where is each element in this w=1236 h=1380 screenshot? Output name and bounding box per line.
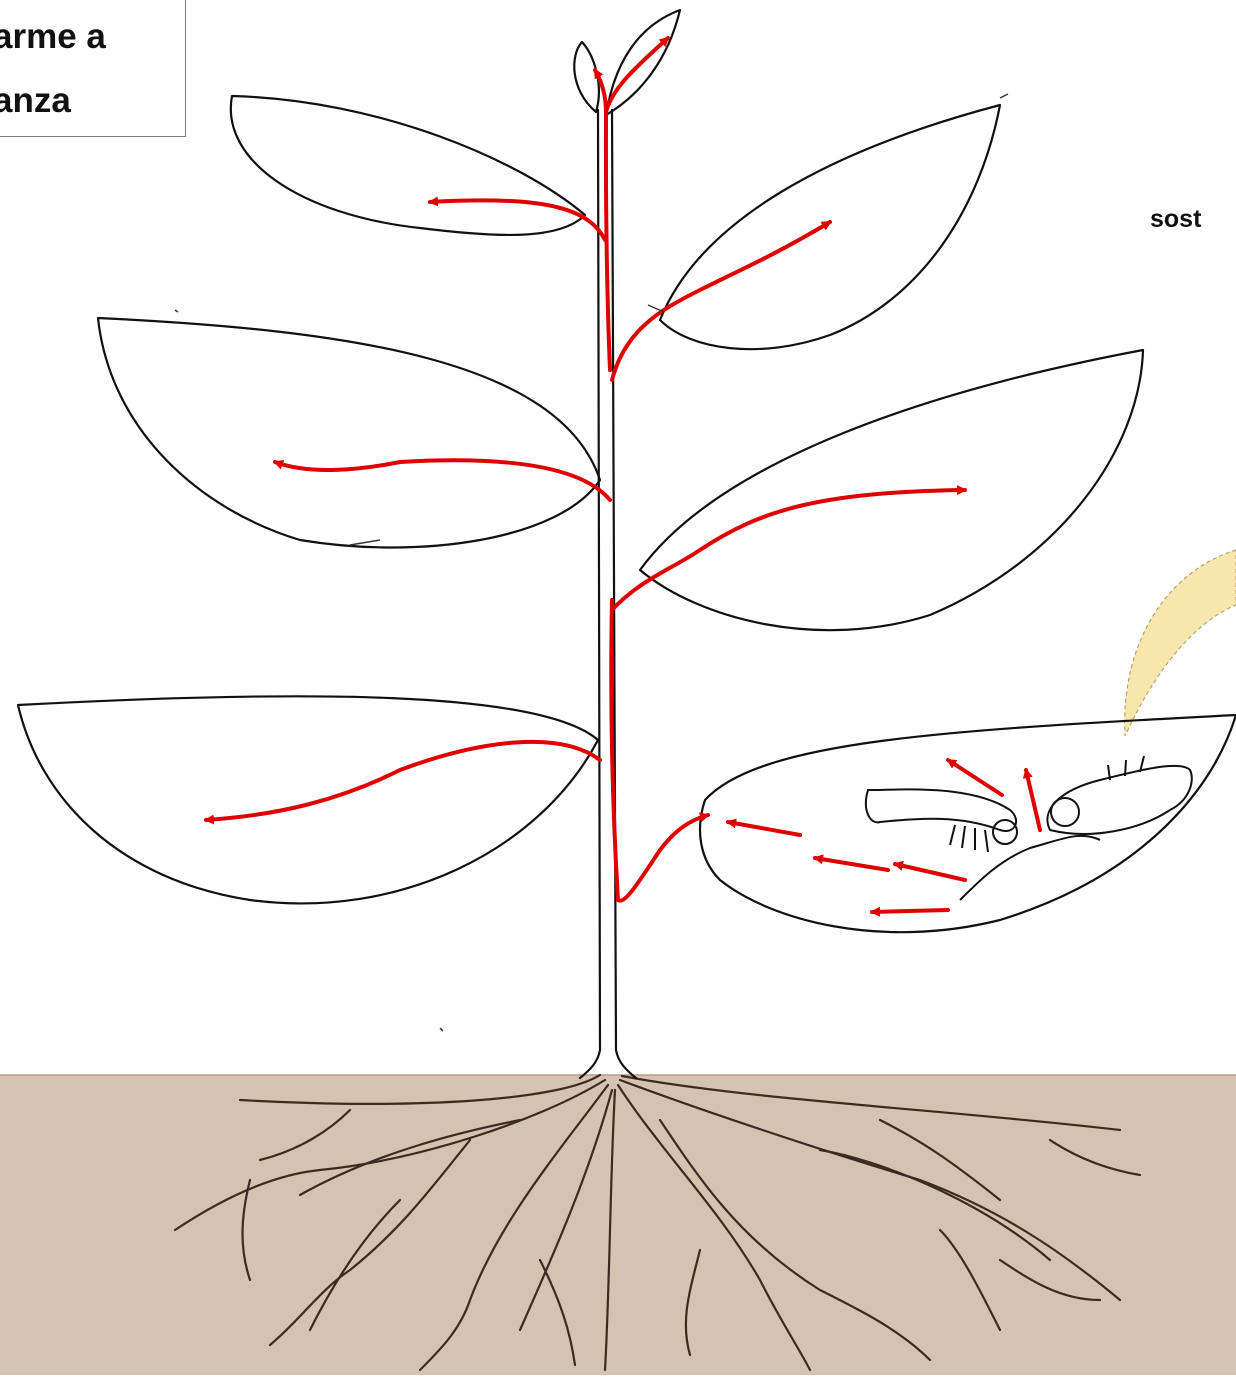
red-arrow-icon [728,822,800,835]
leaf-middle-left [98,318,600,548]
red-arrow-icon [275,460,610,500]
red-arrow-icon [948,760,1002,795]
flow-arrows [206,38,1040,912]
leaf-upper-left [231,96,585,235]
speech-bubble [1125,550,1236,736]
red-arrow-icon [1026,770,1040,830]
leaf-lower-right [700,715,1236,932]
red-arrow-icon [612,490,965,610]
red-arrow-icon [611,600,708,901]
red-arrow-icon [895,864,965,880]
leaf-middle-right [640,350,1143,630]
red-arrow-icon [606,38,668,112]
alarm-label-box: arme a anza [0,0,186,137]
leaf-upper-right [660,105,1000,349]
red-arrow-icon [206,742,600,820]
alarm-label-line-1: arme a [0,5,179,69]
alarm-label-line-2: anza [0,69,179,133]
red-arrow-icon [612,222,830,380]
leaf-lower-left [18,696,598,903]
side-label: sost [1150,205,1201,234]
red-arrow-icon [872,910,948,912]
red-arrow-icon [815,858,888,870]
leaf-top-bud-left [574,42,599,112]
soil-area [0,1075,1236,1375]
sketch-marks [175,94,1008,1031]
alarm-label-text: arme a anza [0,5,179,133]
